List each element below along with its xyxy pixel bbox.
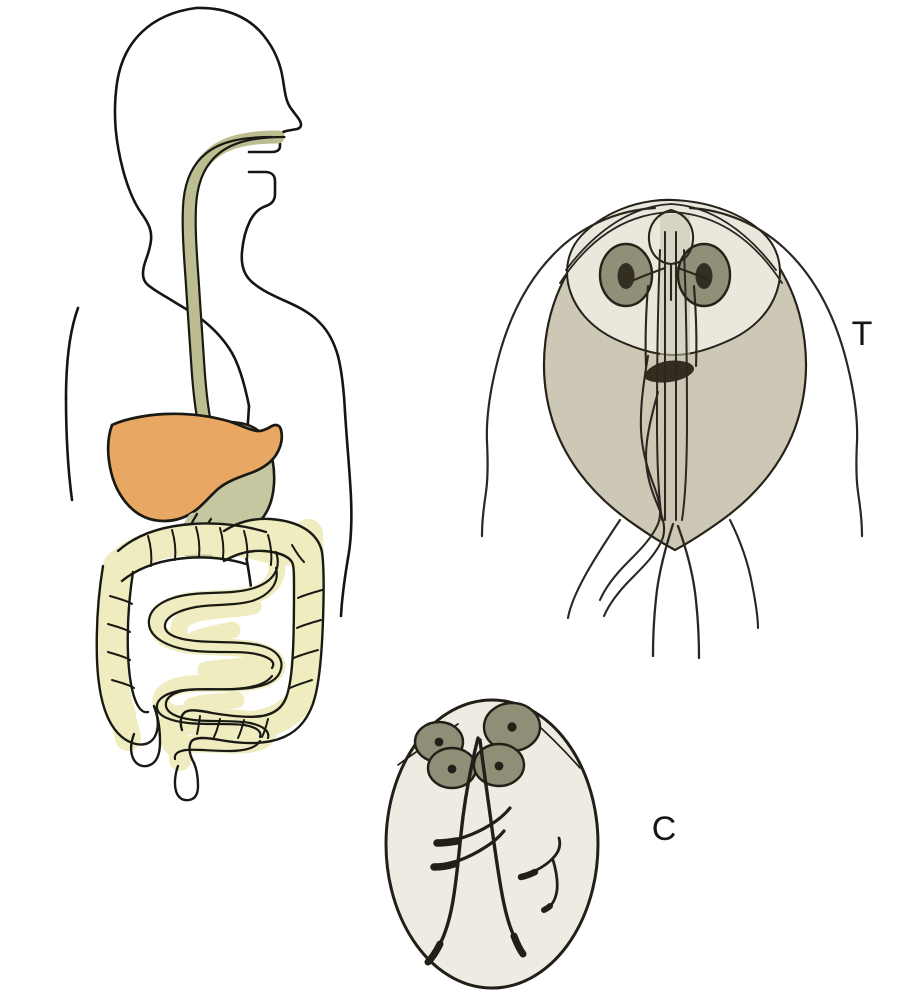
trophozoite-karyosome-right bbox=[695, 263, 713, 289]
trophozoite-caudal-flagella bbox=[651, 522, 701, 660]
trophozoite-anterior-flagella bbox=[632, 208, 711, 368]
cyst-axonemes bbox=[424, 736, 527, 966]
cyst-nuclei bbox=[413, 701, 542, 790]
cyst-label: C bbox=[651, 810, 677, 848]
cyst-median-bodies bbox=[430, 806, 512, 871]
cyst-nucleus-4 bbox=[472, 742, 526, 788]
intestine-outlines bbox=[95, 517, 325, 802]
trophozoite-karyosome-left bbox=[617, 263, 635, 289]
trophozoite-label: T bbox=[851, 315, 873, 353]
trophozoite-nucleus-left bbox=[598, 242, 654, 308]
trophozoite-nucleus-right bbox=[676, 242, 732, 308]
cyst-flagellar-remnant bbox=[517, 836, 562, 913]
cyst-nucleus-2 bbox=[426, 746, 478, 790]
small-intestine-outlines bbox=[147, 550, 283, 761]
esophagus bbox=[181, 130, 286, 431]
liver bbox=[106, 412, 284, 523]
trophozoite-axonemes bbox=[655, 231, 689, 521]
trophozoite-ventral-flagella bbox=[566, 354, 760, 630]
trophozoite-lateral-flagella bbox=[480, 206, 864, 538]
trophozoite-apical-arcs bbox=[559, 203, 783, 284]
